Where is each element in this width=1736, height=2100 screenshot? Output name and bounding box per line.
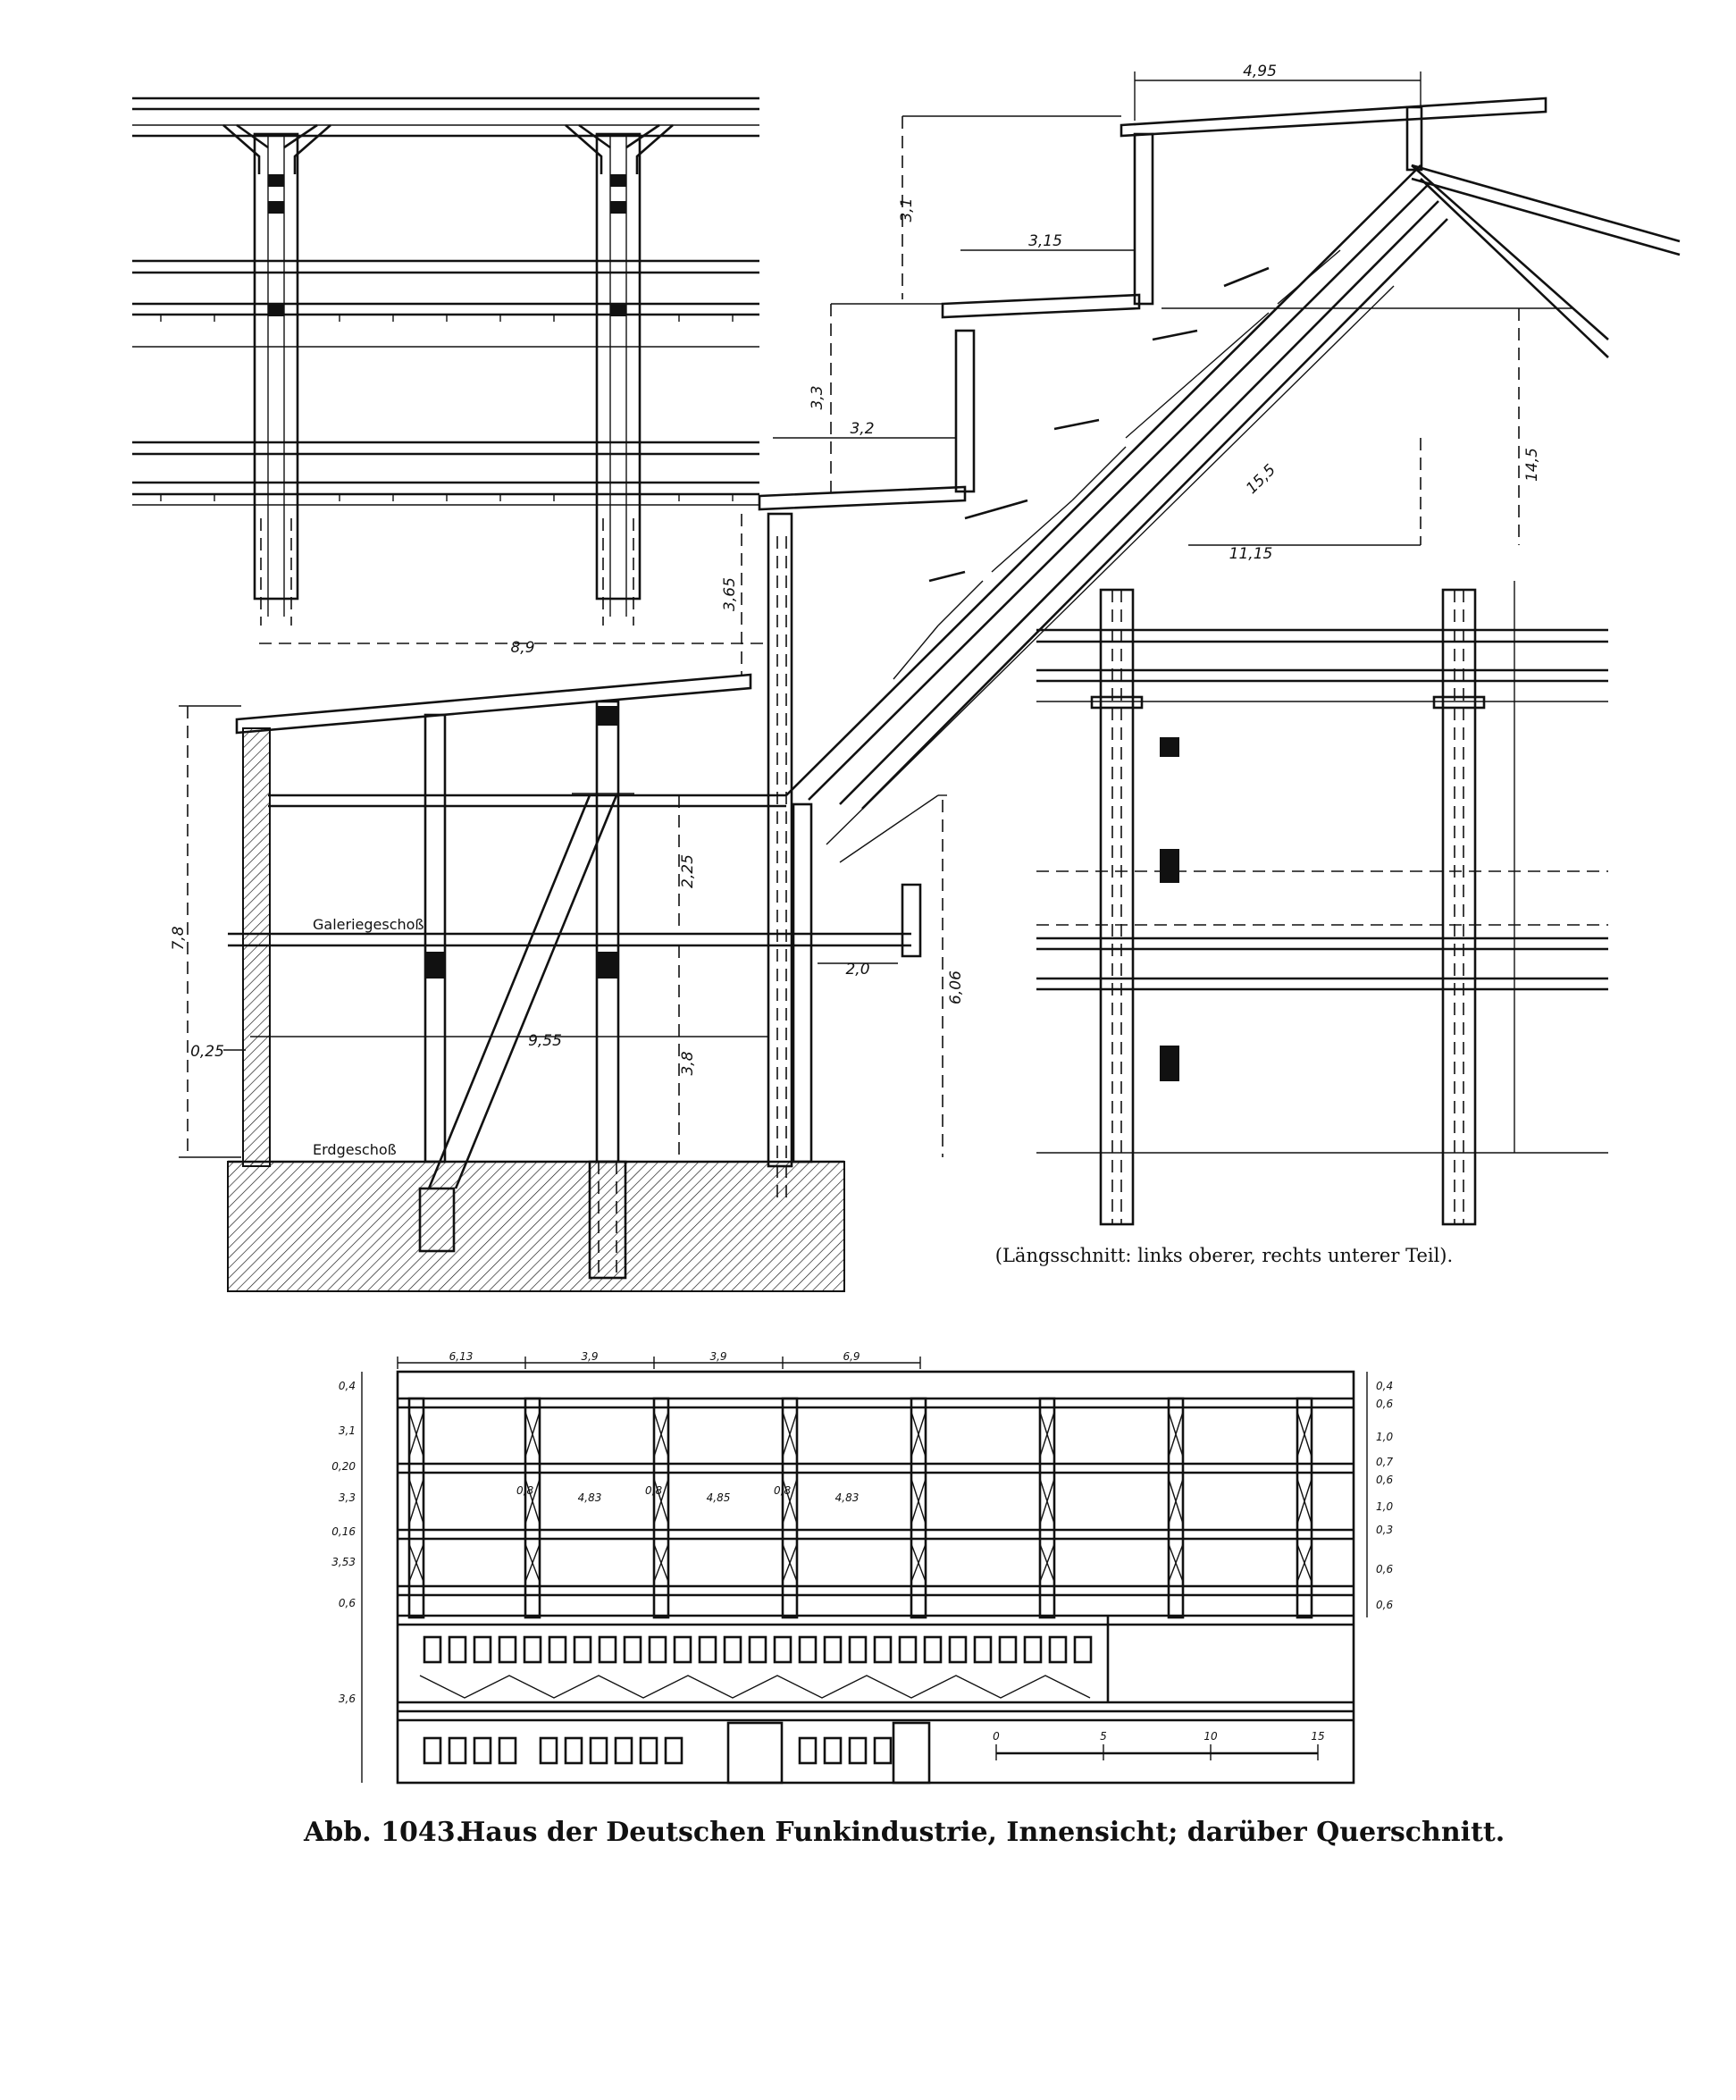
dim-span-1: 6,13	[449, 1350, 474, 1363]
figure-caption: Haus der Deutschen Funkindustrie, Innens…	[460, 1817, 1505, 1848]
dim-span-2: 3,9	[581, 1350, 598, 1363]
dim-lower-story-height: 3,8	[679, 1051, 697, 1075]
dim-truss-length: 15,5	[1243, 461, 1279, 498]
dim-left-6: 0,6	[339, 1597, 356, 1609]
dim-left-0: 0,4	[339, 1380, 356, 1392]
dim-right-1: 0,6	[1376, 1398, 1393, 1410]
dim-left-3: 3,3	[339, 1491, 356, 1504]
dim-left-1: 3,1	[339, 1424, 356, 1437]
dim-lower-height: 3,65	[721, 577, 739, 611]
dim-inner-5: 0,8	[774, 1484, 791, 1497]
label-ground-floor: Erdgeschoß	[313, 1141, 397, 1158]
dim-upper-height: 3,1	[898, 197, 916, 222]
dim-right-6: 0,3	[1376, 1524, 1393, 1536]
dim-inner-3: 0,8	[645, 1484, 662, 1497]
interior-elevation	[361, 1357, 1368, 1785]
dim-sill-height: 0,25	[190, 1043, 224, 1061]
scale-tick-5: 5	[1100, 1730, 1107, 1743]
dim-right-wall-height: 6,06	[947, 970, 965, 1004]
cross-section	[179, 71, 1681, 1292]
dim-upper-story-height: 2,25	[679, 854, 697, 888]
dim-right-3: 0,7	[1376, 1456, 1393, 1468]
dim-ground-span: 9,55	[528, 1032, 562, 1050]
dim-right-height: 14,5	[1523, 448, 1541, 482]
dim-top-width: 4,95	[1243, 63, 1277, 80]
dim-hall-width: 8,9	[510, 639, 534, 657]
dim-inner-1: 0,8	[516, 1484, 533, 1497]
dim-inner-4: 4,85	[707, 1491, 731, 1504]
dim-span-4: 6,9	[843, 1350, 860, 1363]
dim-middle-step: 3,2	[850, 420, 874, 438]
label-gallery-floor: Galeriegeschoß	[313, 916, 424, 933]
dim-right-0: 0,4	[1376, 1380, 1393, 1392]
dim-inner-2: 4,83	[578, 1491, 602, 1504]
dim-left-7: 3,6	[339, 1693, 356, 1705]
dim-span-3: 3,9	[709, 1350, 726, 1363]
dim-right-7: 0,6	[1376, 1563, 1393, 1575]
dim-right-2: 1,0	[1376, 1431, 1393, 1443]
dim-left-5: 3,53	[331, 1556, 356, 1568]
longitudinal-note: (Längsschnitt: links oberer, rechts unte…	[995, 1245, 1453, 1266]
dim-total-height-left: 7,8	[170, 926, 188, 950]
dim-middle-height: 3,3	[809, 385, 826, 409]
dim-left-4: 0,16	[331, 1525, 356, 1538]
dim-left-2: 0,20	[331, 1460, 356, 1473]
scale-tick-10: 10	[1203, 1730, 1218, 1743]
dim-right-5: 1,0	[1376, 1500, 1393, 1513]
dim-right-8: 0,6	[1376, 1599, 1393, 1611]
scale-tick-15: 15	[1311, 1730, 1324, 1743]
scale-tick-0: 0	[993, 1730, 1000, 1743]
longitudinal-section-upper	[132, 97, 759, 626]
figure-number: Abb. 1043.	[303, 1817, 465, 1848]
longitudinal-section-lower	[1036, 581, 1608, 1226]
dim-inner-6: 4,83	[835, 1491, 860, 1504]
dim-right-4: 0,6	[1376, 1474, 1393, 1486]
dim-truss-span: 11,15	[1229, 545, 1273, 563]
dim-gallery-overhang: 2,0	[845, 961, 869, 979]
dim-upper-step: 3,15	[1028, 232, 1062, 250]
